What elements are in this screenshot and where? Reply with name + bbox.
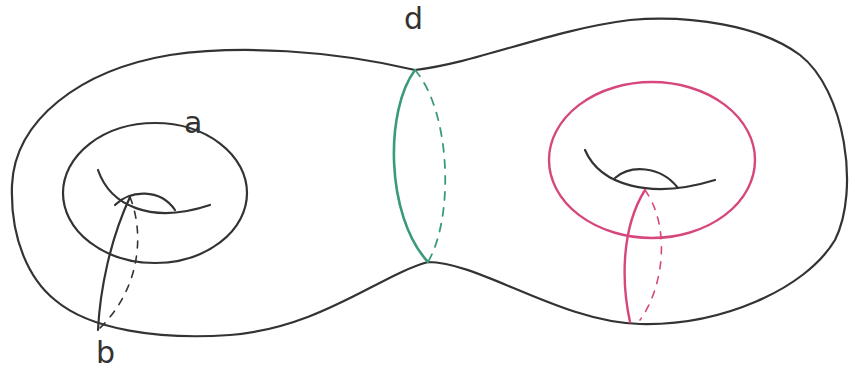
curve-label: d bbox=[404, 4, 423, 34]
curve-a bbox=[63, 123, 247, 263]
hole-lower bbox=[115, 194, 175, 210]
curve-d-front bbox=[394, 70, 428, 262]
hole-upper bbox=[585, 150, 715, 189]
pink-longitude bbox=[549, 82, 755, 238]
curve-label: b bbox=[96, 338, 115, 368]
hole-lower bbox=[615, 169, 678, 188]
pink-meridian-front bbox=[625, 190, 645, 322]
curve-d-back bbox=[415, 70, 445, 262]
pink-meridian-back bbox=[640, 190, 661, 320]
surface-outline bbox=[12, 19, 847, 336]
curve-label: a bbox=[184, 108, 202, 138]
curve-b-front bbox=[98, 197, 130, 330]
curve-b-back bbox=[98, 197, 138, 330]
hole-upper bbox=[98, 170, 210, 213]
